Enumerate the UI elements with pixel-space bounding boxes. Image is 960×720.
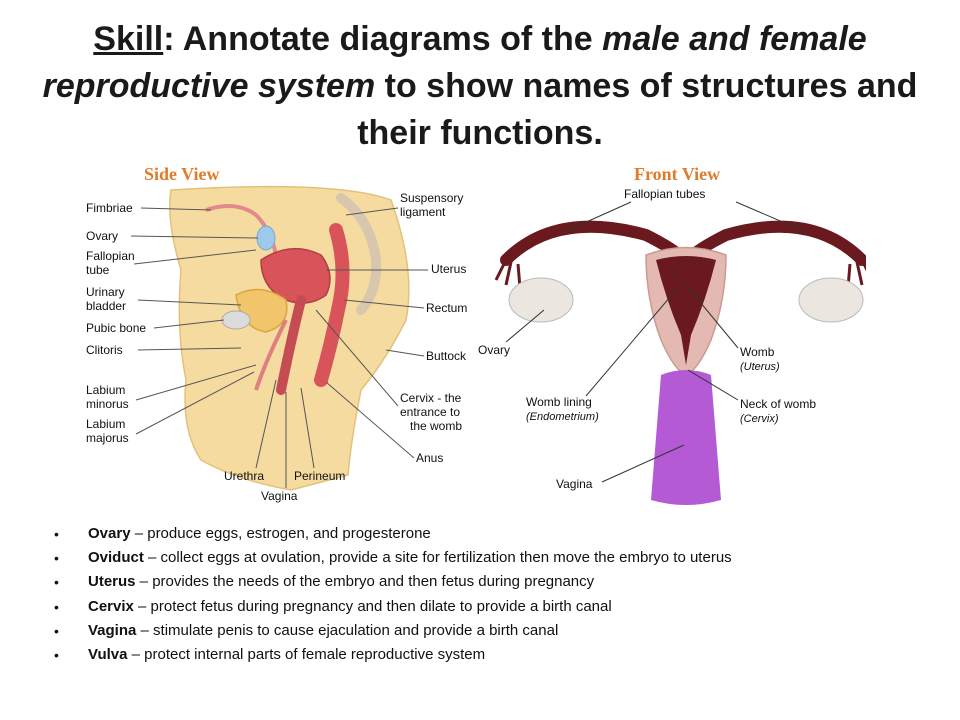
front-left-ovary [508,277,574,323]
side-uterus [260,247,331,304]
label-cervix-side-1: Cervix - the [400,391,462,405]
side-vagina [276,295,306,395]
label-cervix-side-3: the womb [410,419,462,433]
function-list: Ovary – produce eggs, estrogen, and prog… [54,522,934,667]
label-perineum: Perineum [294,469,345,483]
label-clitoris: Clitoris [86,343,123,357]
list-item: Oviduct – collect eggs at ovulation, pro… [54,546,934,570]
label-womb-sub: (Uterus) [740,361,780,373]
list-item: Vagina – stimulate penis to cause ejacul… [54,619,934,643]
bullet-text: – protect internal parts of female repro… [127,646,486,664]
bullet-term: Oviduct [88,549,144,567]
label-neck-sub: (Cervix) [740,413,779,425]
label-labium-majorus-2: majorus [86,431,129,445]
list-item: Uterus – provides the needs of the embry… [54,570,934,594]
list-item: Ovary – produce eggs, estrogen, and prog… [54,522,934,546]
side-leader-lines [130,207,428,488]
diagram-svg: Side View Fimbriae Ovary Fallopian tube … [86,164,866,505]
bullet-term: Vagina [88,621,137,639]
bullet-text: – produce eggs, estrogen, and progestero… [130,525,431,542]
label-womb: Womb [740,345,775,359]
front-view-heading: Front View [634,164,720,184]
front-leader-lines [505,201,807,483]
label-fallopian-side-2: tube [86,263,110,277]
side-urethra [254,319,288,391]
title-text-1: : Annotate diagrams of the [163,20,603,58]
bullet-text: – collect eggs at ovulation, provide a s… [143,549,732,567]
label-womb-lining-sub: (Endometrium) [526,411,599,423]
label-suspensory-1: Suspensory [400,191,463,205]
sacrum-shape [336,193,382,315]
bullet-term: Vulva [88,646,128,664]
label-labium-minorus-2: minorus [86,397,129,411]
front-view: Front View Fallopian tubes Ovary Womb (U… [478,164,866,505]
label-fallopian-side-1: Fallopian [86,249,135,263]
label-anus: Anus [416,451,443,465]
front-right-ovary [798,277,864,323]
label-cervix-side-2: entrance to [400,405,460,419]
list-item: Cervix – protect fetus during pregnancy … [54,595,934,619]
label-bladder-2: bladder [86,299,126,313]
slide-title: Skill: Annotate diagrams of the male and… [40,16,920,157]
label-rectum: Rectum [426,301,467,315]
label-urethra: Urethra [224,469,264,483]
label-ovary-side: Ovary [86,229,118,243]
label-vagina-front: Vagina [556,477,593,491]
front-vagina [651,370,721,505]
bullet-text: – protect fetus during pregnancy and the… [133,597,612,615]
label-neck-of-womb: Neck of womb [740,397,816,411]
label-bladder-1: Urinary [86,285,125,299]
side-view: Side View Fimbriae Ovary Fallopian tube … [86,164,467,503]
label-fallopian-tubes: Fallopian tubes [624,187,705,201]
side-pubic-bone [221,310,251,330]
label-suspensory-2: ligament [400,205,446,219]
title-skill: Skill [93,20,164,58]
label-vagina-side: Vagina [261,489,298,503]
front-uterine-cavity [656,256,716,365]
side-view-heading: Side View [144,164,220,184]
label-labium-majorus-1: Labium [86,417,125,431]
bullet-term: Cervix [88,597,134,615]
bullet-text: – provides the needs of the embryo and t… [135,573,595,591]
label-buttock: Buttock [426,349,467,363]
title-italic: male and female reproductive system [42,20,867,105]
label-uterus-side: Uterus [431,262,466,276]
label-fimbriae: Fimbriae [86,201,133,215]
label-labium-minorus-1: Labium [86,383,125,397]
side-rectum [314,223,350,387]
bullet-text: – stimulate penis to cause ejaculation a… [136,621,559,639]
list-item: Vulva – protect internal parts of female… [54,643,934,667]
title-text-2: to show names of structures and their fu… [357,67,918,152]
label-ovary-front: Ovary [478,343,510,357]
bullet-term: Ovary [88,525,131,542]
reproductive-diagram: Side View Fimbriae Ovary Fallopian tube … [86,160,866,520]
label-pubic-bone: Pubic bone [86,321,146,335]
label-womb-lining: Womb lining [526,395,592,409]
bullet-term: Uterus [88,573,136,591]
side-ovary [256,225,276,251]
